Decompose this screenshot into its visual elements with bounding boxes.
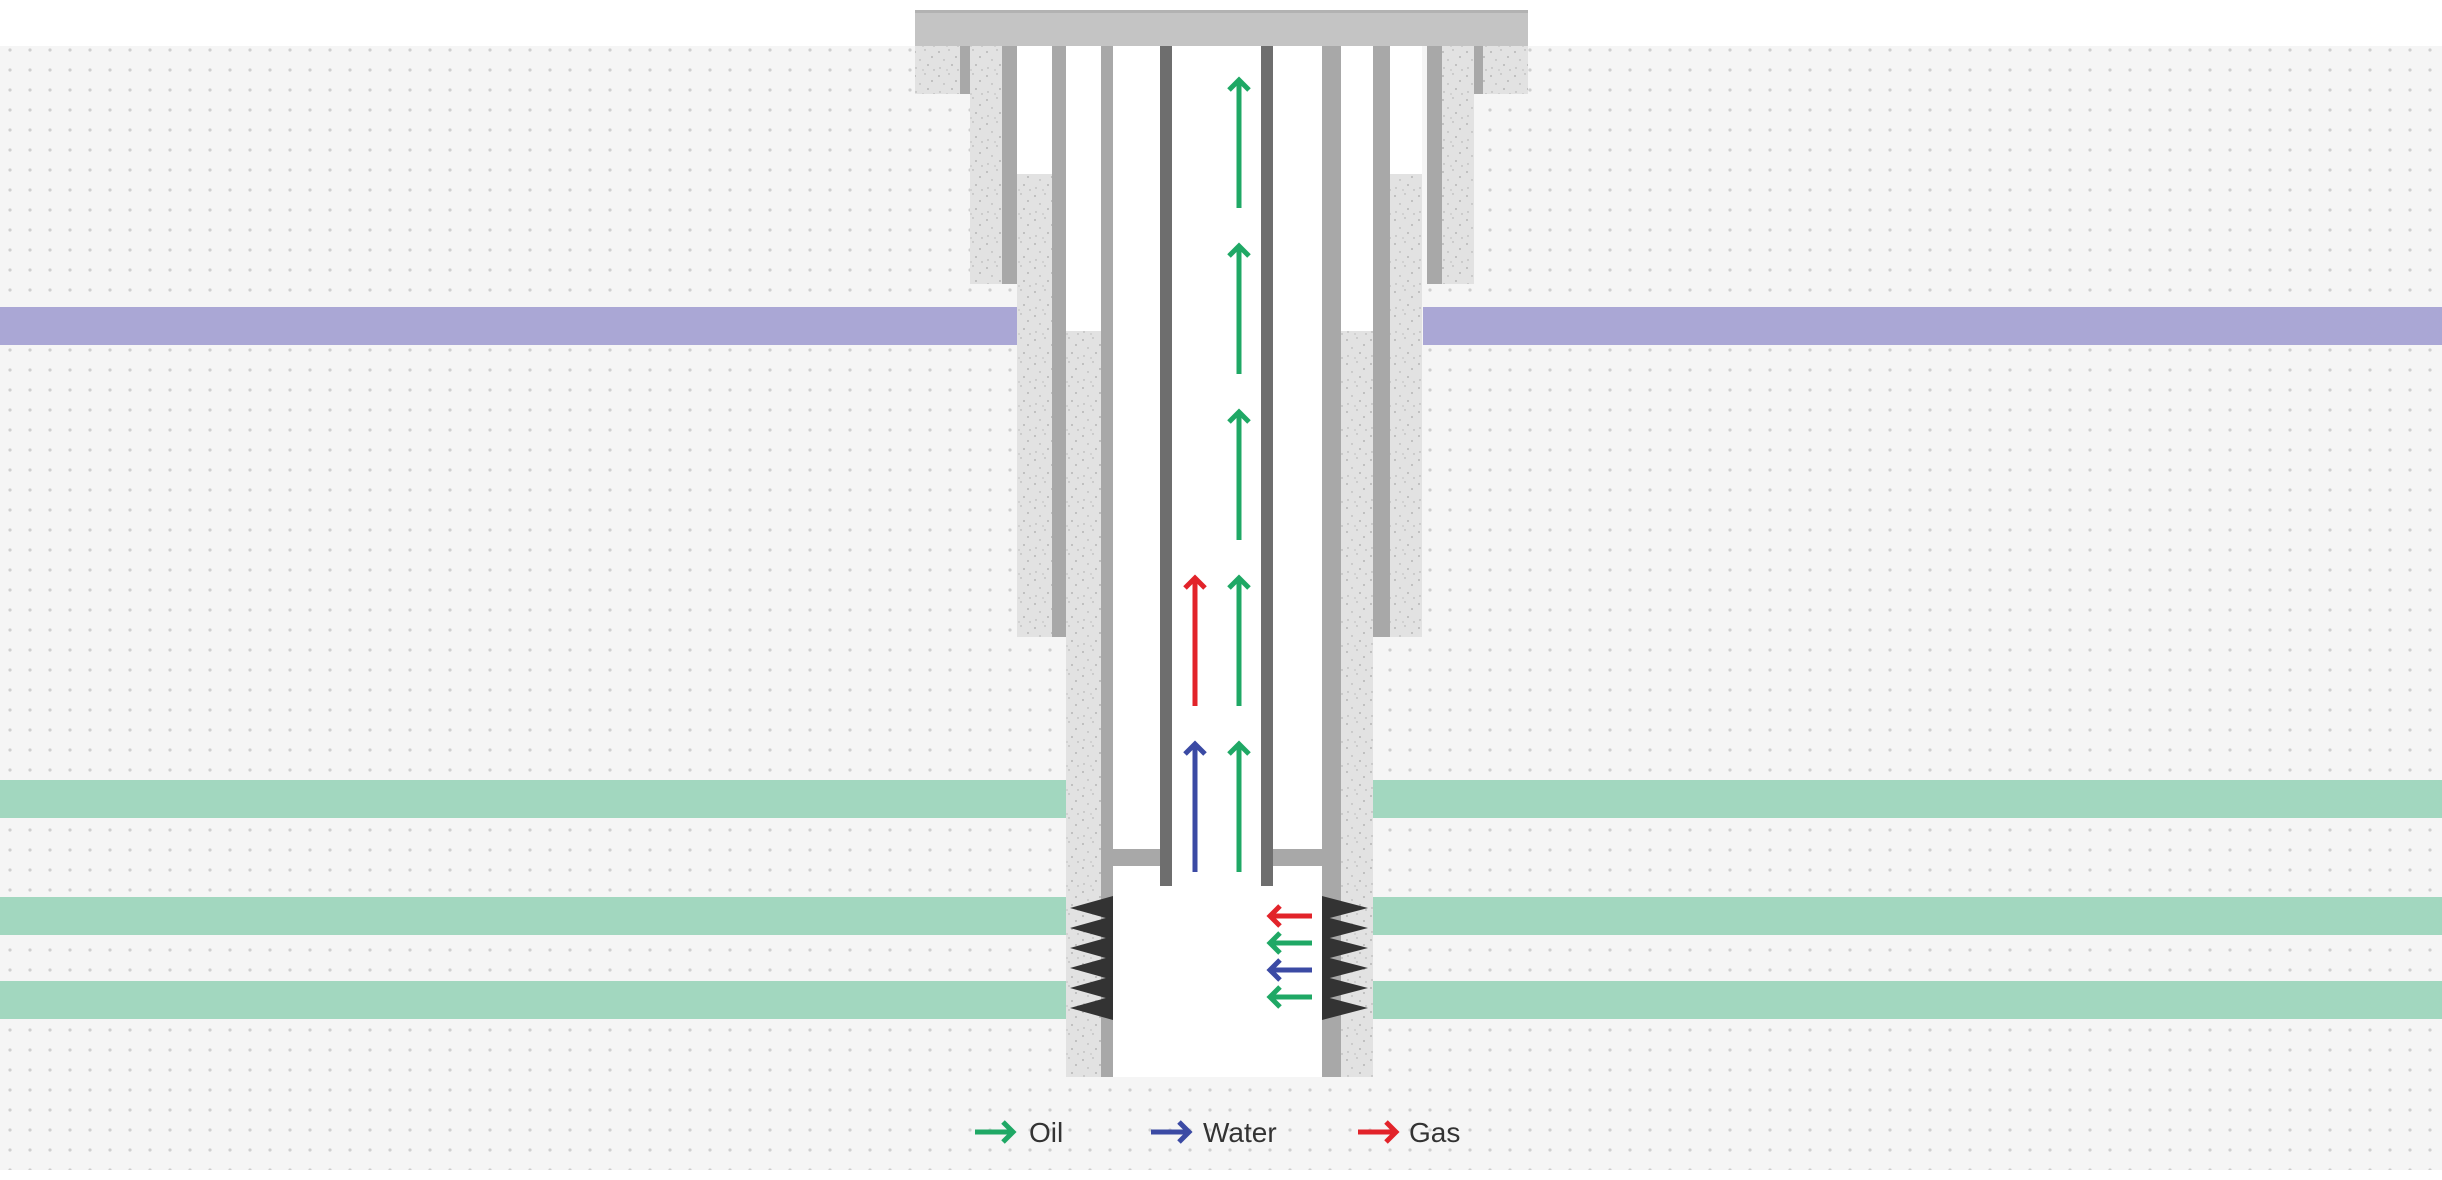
oil-inflow-arrow-icon: [1266, 931, 1312, 955]
conductor-casing-left: [960, 46, 970, 94]
conductor-casing-right: [1474, 46, 1483, 94]
tubing-wall-left: [1160, 46, 1172, 886]
legend-label-water: Water: [1203, 1117, 1277, 1148]
legend-item-oil: Oil: [975, 1117, 1063, 1148]
green-layer-1-right: [1373, 780, 2442, 818]
green-layer-3-left: [0, 981, 1066, 1019]
surface-casing-cement-left: [1017, 174, 1052, 637]
gas-arrow-icon: [1358, 1120, 1400, 1144]
surface-casing-left: [1002, 46, 1017, 284]
legend: Oil Water Gas: [975, 1117, 1460, 1148]
green-layer-2-right: [1373, 897, 2442, 935]
oil-up-arrow-icon: [1227, 408, 1251, 540]
oil-inflow-arrow-icon: [1266, 985, 1312, 1009]
gas-legend-arrow-shape: [1358, 1120, 1400, 1144]
perforation-charge-icon: [1070, 916, 1113, 940]
green-layer-3-right: [1373, 981, 2442, 1019]
water-up-arrow-icon: [1183, 740, 1207, 872]
perforation-charge-icon: [1070, 996, 1113, 1020]
wellhead-cap-edge: [915, 10, 1528, 13]
packer-right: [1273, 849, 1322, 866]
water-arrow-icon: [1151, 1120, 1193, 1144]
oil-up-arrow-icon: [1227, 242, 1251, 374]
legend-item-water: Water: [1151, 1117, 1277, 1148]
perforation-charge-icon: [1322, 976, 1368, 1000]
legend-item-gas: Gas: [1358, 1117, 1460, 1148]
legend-label-gas: Gas: [1409, 1117, 1460, 1148]
gas-up-arrow-icon: [1183, 574, 1207, 706]
perforation-charge-icon: [1070, 956, 1113, 980]
production-casing-left: [1101, 46, 1113, 1077]
legend-label-oil: Oil: [1029, 1117, 1063, 1148]
purple-layer-left: [0, 307, 1019, 345]
perforation-charge-icon: [1070, 976, 1113, 1000]
water-inflow-arrow-icon: [1266, 958, 1312, 982]
perforation-charge-icon: [1322, 936, 1368, 960]
annulus-gap-right-inner: [1341, 46, 1373, 331]
oil-up-arrow-icon: [1227, 76, 1251, 208]
tubing-bore: [1172, 46, 1261, 886]
surface-cement-left: [915, 46, 960, 94]
perforation-charge-icon: [1322, 956, 1368, 980]
perforation-charge-icon: [1322, 996, 1368, 1020]
packer-left: [1113, 849, 1160, 866]
surface-casing-right: [1427, 46, 1442, 284]
purple-layer-right: [1423, 307, 2442, 345]
surface-cement-right: [1483, 46, 1528, 94]
tubing-annulus-right: [1273, 46, 1322, 849]
conductor-cement-right: [1442, 46, 1474, 284]
tubing-wall-right: [1261, 46, 1273, 886]
conductor-cement-left: [970, 46, 1002, 284]
oil-up-arrow-icon: [1227, 740, 1251, 872]
oil-up-arrow-icon: [1227, 574, 1251, 706]
perforation-charge-icon: [1070, 936, 1113, 960]
water-legend-arrow-shape: [1151, 1120, 1193, 1144]
production-casing-right: [1322, 46, 1341, 1077]
green-layer-1-left: [0, 780, 1066, 818]
surface-casing-cement-right: [1390, 174, 1422, 637]
perforation-charge-icon: [1322, 896, 1368, 920]
oil-legend-arrow-shape: [975, 1120, 1017, 1144]
flow-arrow-group: [1183, 76, 1312, 1009]
perforation-group: [1070, 896, 1368, 1020]
annulus-gap-left-outer: [1017, 46, 1052, 174]
intermediate-casing-right: [1373, 46, 1390, 637]
perforation-charge-icon: [1322, 916, 1368, 940]
intermediate-casing-left: [1052, 46, 1066, 637]
tubing-annulus-left: [1113, 46, 1160, 849]
perforation-charge-icon: [1070, 896, 1113, 920]
wellhead-cap: [915, 10, 1528, 46]
annulus-gap-right-outer: [1390, 46, 1422, 174]
gas-inflow-arrow-icon: [1266, 904, 1312, 928]
oil-arrow-icon: [975, 1120, 1017, 1144]
annulus-gap-left-inner: [1066, 46, 1101, 331]
green-layer-2-left: [0, 897, 1066, 935]
